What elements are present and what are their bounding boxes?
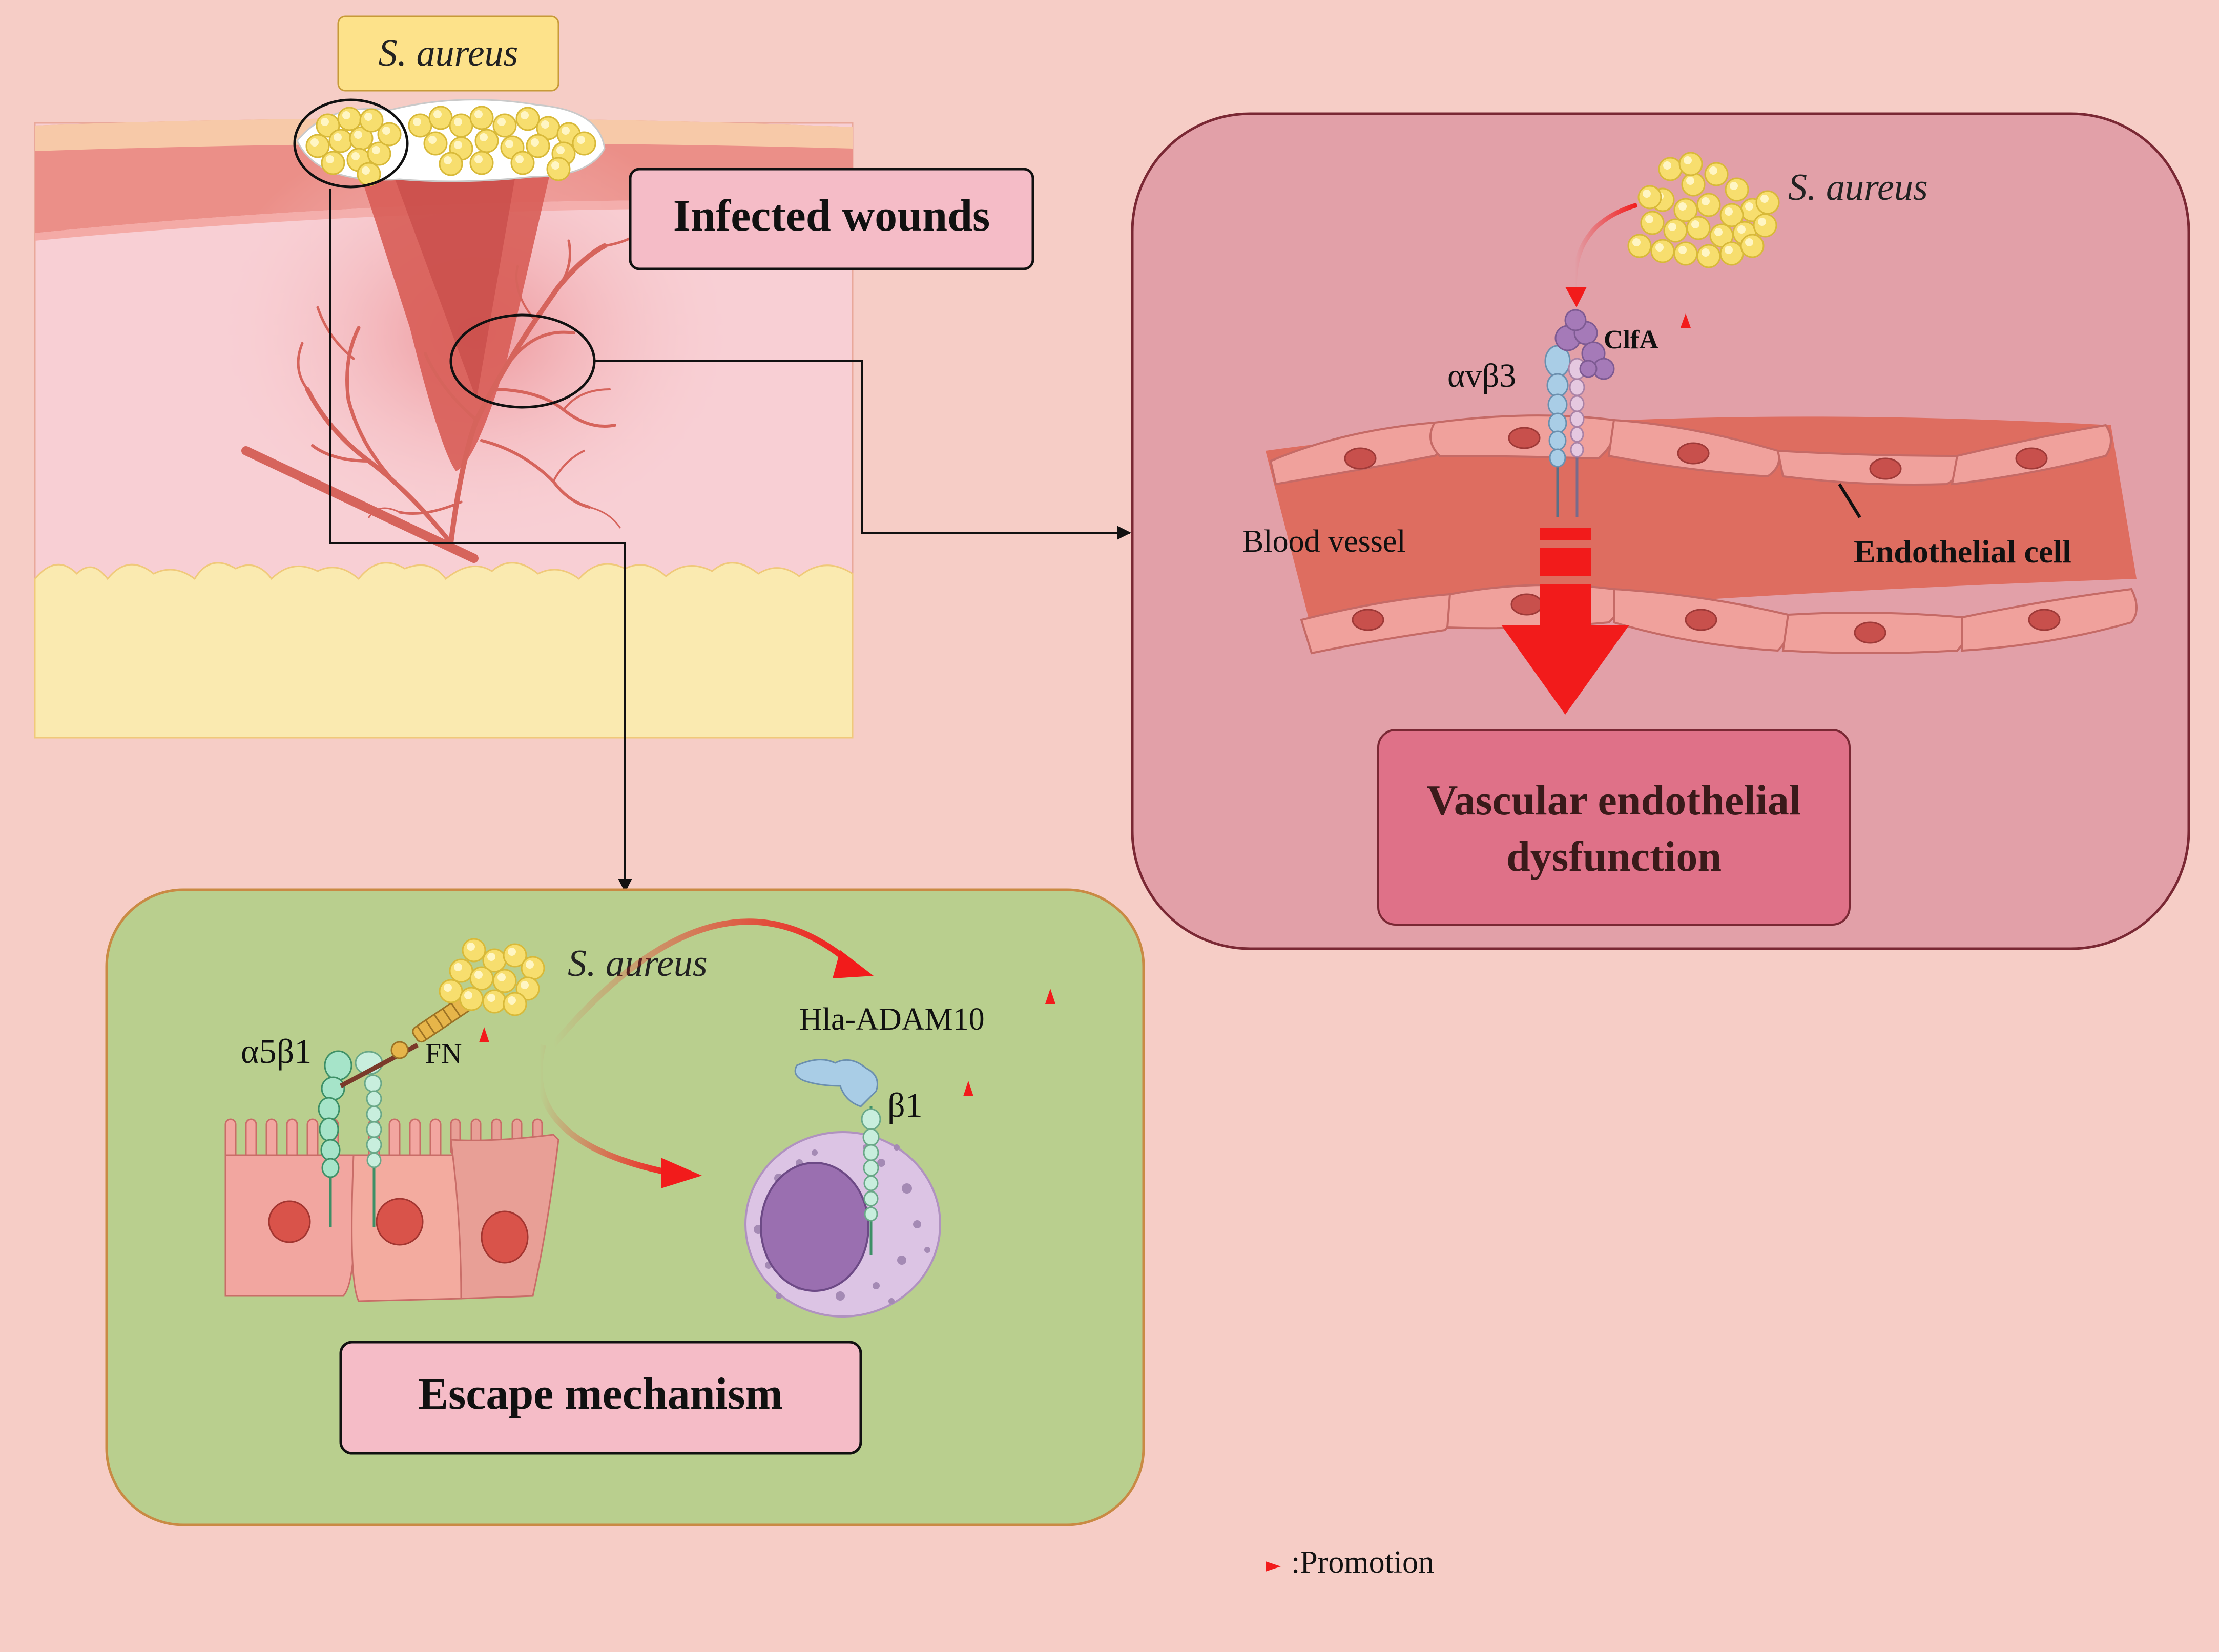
promotion-arrow-cell (536, 1044, 672, 1176)
blood-vessel-label: Blood vessel (1242, 524, 1406, 559)
top-bacteria-label-box: S. aureus (337, 15, 559, 92)
skin-vessel-network (241, 224, 647, 563)
legend-promotion-label: :Promotion (1291, 1545, 1434, 1580)
vascular-label-line1: Vascular endothelial (1427, 777, 1801, 824)
infected-wounds-label: Infected wounds (673, 191, 990, 241)
fn-label: FN (425, 1038, 462, 1070)
legend: :Promotion (1184, 1545, 1434, 1580)
endothelial-cell-label: Endothelial cell (1854, 533, 2071, 570)
integrin-a5b1-label: α5β1 (241, 1032, 312, 1071)
vascular-panel: S. aureus (1131, 112, 2190, 950)
integrin-avb3-receptor (1544, 309, 1615, 517)
epithelial-cells (224, 1086, 559, 1302)
endothelial-pointer (1838, 483, 1861, 518)
bacteria-binding-arrow (1572, 202, 1638, 298)
clfa-protein (1554, 309, 1615, 380)
integrin-avb3-label: αvβ3 (1447, 357, 1516, 394)
integrin-beta1-receptor (794, 1059, 881, 1255)
hla-adam10-label: Hla-ADAM10 (799, 1002, 985, 1037)
promotion-arrow-hla (551, 918, 853, 1047)
dysfunction-arrow (1501, 528, 1629, 715)
blood-vessel (1266, 414, 2138, 655)
right-bacteria-label: S. aureus (1788, 166, 1928, 208)
escape-mechanism-box: Escape mechanism (339, 1341, 862, 1455)
integrin-a5b1-receptor (318, 1050, 383, 1178)
clfa-label: ClfA (1604, 325, 1658, 354)
biofilm-highlight-circle (293, 98, 409, 189)
escape-mechanism-label: Escape mechanism (418, 1369, 782, 1419)
vascular-label-line2: dysfunction (1506, 833, 1722, 881)
escape-panel: S. aureus α5β1 FN Hla-ADAM10 (105, 888, 1145, 1526)
vascular-dysfunction-box: Vascular endothelial dysfunction (1377, 729, 1851, 926)
beta1-label: β1 (887, 1085, 923, 1124)
top-bacteria-label: S. aureus (379, 32, 519, 74)
connector-lines (329, 189, 1131, 893)
infected-wounds-label-box: Infected wounds (629, 168, 1034, 270)
immune-cell (744, 1131, 941, 1318)
